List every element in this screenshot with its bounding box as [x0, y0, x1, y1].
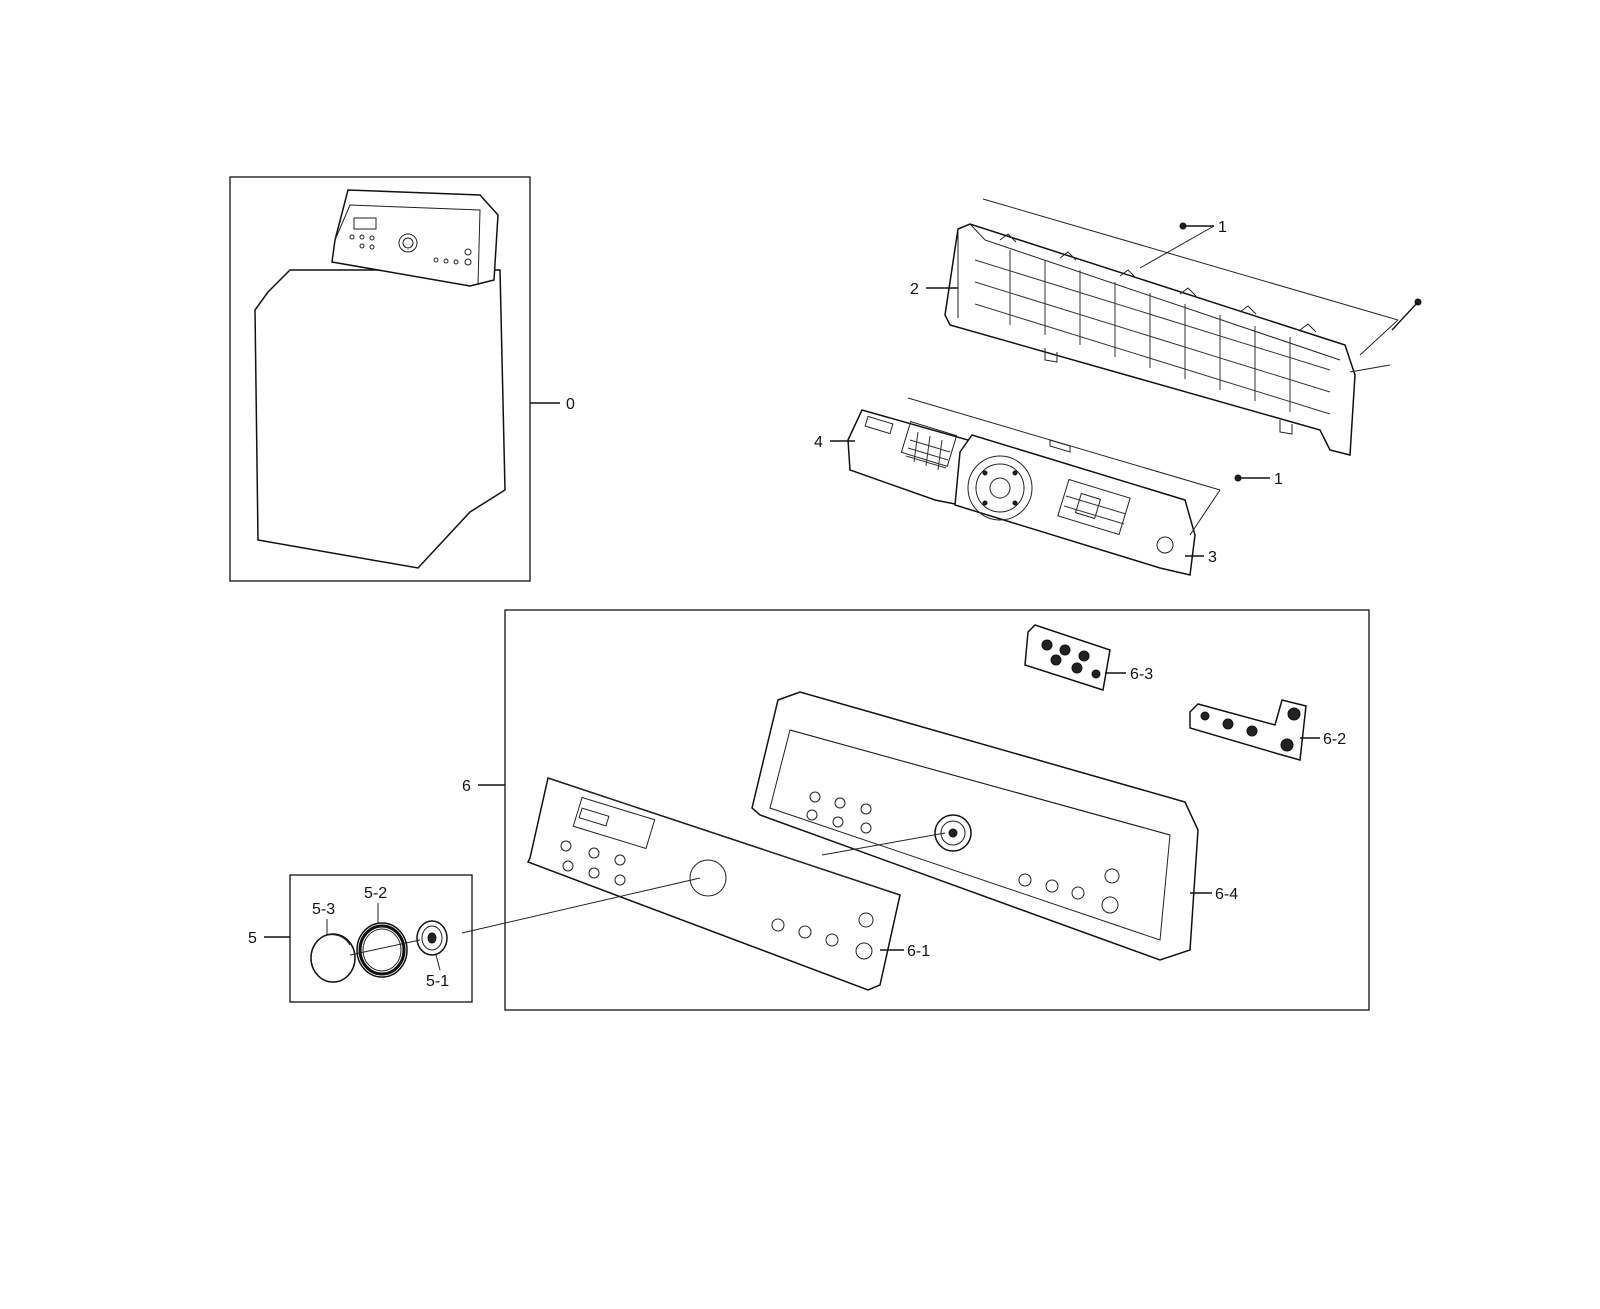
callout-5-2: 5-2	[364, 885, 387, 923]
callout-6-1: 6-1	[880, 943, 930, 960]
callout-6-2: 6-2	[1300, 731, 1346, 748]
label-6-4: 6-4	[1215, 886, 1238, 903]
knob-part-5-1	[416, 920, 448, 956]
label-5: 5	[248, 930, 257, 947]
callout-6: 6	[462, 778, 505, 795]
label-6-1: 6-1	[907, 943, 930, 960]
callout-6-4: 6-4	[1190, 886, 1238, 903]
callout-1a: 1	[1139, 219, 1227, 269]
knob-assembly-frame	[289, 874, 473, 1003]
sub-pcb-part-4	[847, 409, 969, 506]
label-2: 2	[910, 281, 919, 298]
callout-4: 4	[814, 434, 855, 451]
panel-overlay-part-6-1	[526, 777, 901, 991]
callout-0: 0	[530, 396, 575, 413]
screw-icon	[1234, 474, 1270, 482]
label-6-2: 6-2	[1323, 731, 1346, 748]
screw-icon	[1391, 298, 1422, 331]
knob-ring-part-5-2	[356, 922, 408, 978]
panel-housing-part-6-4	[751, 691, 1199, 961]
label-0: 0	[566, 396, 575, 413]
label-5-1: 5-1	[426, 973, 449, 990]
label-1-lower: 1	[1274, 471, 1283, 488]
screw-icon	[1179, 222, 1214, 230]
main-pcb-part-3	[954, 434, 1196, 576]
label-4: 4	[814, 434, 823, 451]
knob-inner-axis	[349, 939, 421, 956]
callout-5-1: 5-1	[426, 954, 449, 990]
projection-lines-part-2	[982, 198, 1399, 373]
label-6: 6	[462, 778, 471, 795]
callout-1b: 1	[1274, 471, 1283, 488]
label-5-3: 5-3	[312, 901, 335, 918]
washer-illustration	[254, 189, 506, 569]
callout-3: 3	[1185, 549, 1217, 566]
switch-pcb-part-6-2	[1189, 699, 1307, 761]
control-panel-frame	[504, 609, 1370, 1011]
projection-lines-part-3	[907, 397, 1221, 536]
label-3: 3	[1208, 549, 1217, 566]
switch-pcb-part-6-3	[1024, 624, 1111, 691]
callout-5: 5	[248, 930, 290, 947]
callout-2: 2	[910, 281, 958, 298]
console-frame-part-2	[944, 223, 1356, 456]
label-1-top: 1	[1218, 219, 1227, 236]
washer-overview-frame	[229, 176, 531, 582]
knob-axis-lines	[461, 832, 946, 934]
callout-5-3: 5-3	[312, 901, 335, 935]
callout-6-3: 6-3	[1105, 666, 1153, 683]
label-5-2: 5-2	[364, 885, 387, 902]
knob-cap-part-5-3	[310, 933, 356, 983]
label-6-3: 6-3	[1130, 666, 1153, 683]
